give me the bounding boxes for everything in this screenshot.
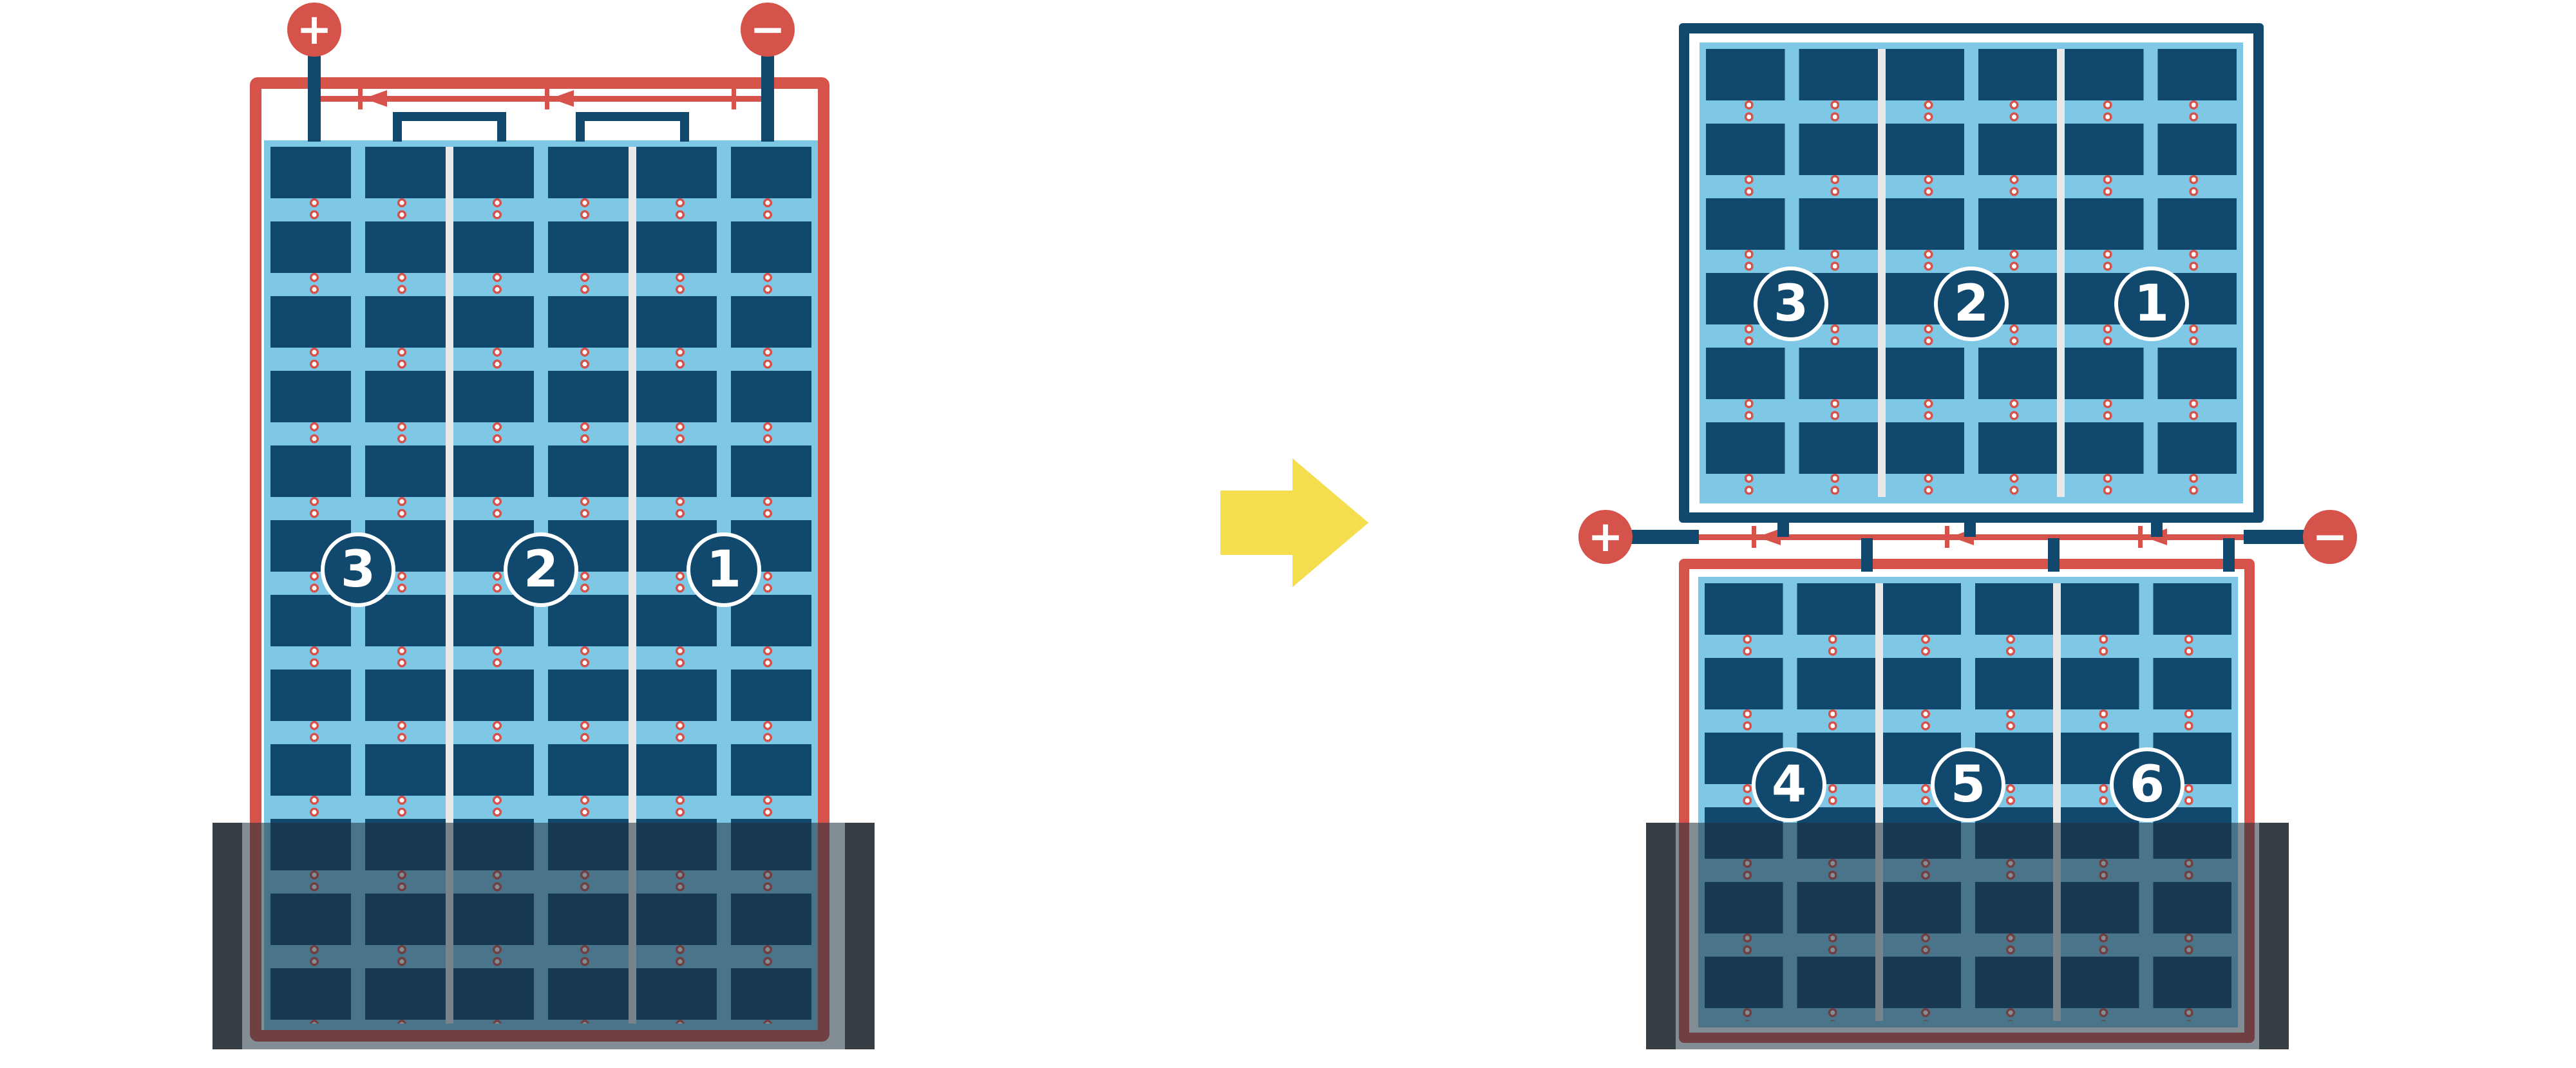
series-jumper: [393, 112, 506, 121]
shade-overlay: [213, 823, 875, 1049]
wire-tick: [1945, 526, 1949, 548]
string-number-badge: 3: [1754, 267, 1828, 341]
string-bus-stub: [1861, 538, 1873, 572]
string-number-badge: 1: [687, 532, 761, 607]
string-bus-stub: [1777, 515, 1789, 537]
minus-terminal-icon: −: [741, 3, 795, 57]
string-bus-stub: [2048, 538, 2060, 572]
right-top-string-column-1: [2065, 49, 2237, 497]
series-jumper: [576, 112, 689, 121]
current-flow-wire: [314, 96, 768, 102]
string-bus-stub: [1964, 515, 1976, 537]
string-number-badge: 2: [1934, 267, 2009, 341]
shade-edge-bar: [1646, 823, 1676, 1049]
string-separator: [1877, 49, 1886, 497]
string-number-badge: 6: [2110, 747, 2184, 822]
series-jumper: [393, 112, 402, 142]
current-arrow-icon: [551, 90, 574, 107]
plus-terminal-icon: +: [1578, 510, 1633, 564]
string-separator: [446, 147, 453, 1024]
shade-overlay: [1646, 823, 2289, 1049]
wire-tick: [1752, 526, 1756, 548]
transform-arrow-icon: [1220, 491, 1294, 555]
plus-terminal-post: [308, 52, 321, 142]
shade-edge-bar: [845, 823, 875, 1049]
minus-terminal-lead: [2244, 530, 2308, 544]
series-jumper: [680, 112, 689, 142]
current-arrow-icon: [364, 90, 387, 107]
string-bus-stub: [2223, 538, 2235, 572]
wire-tick: [2138, 526, 2143, 548]
series-jumper: [576, 112, 585, 142]
string-separator: [629, 147, 636, 1024]
minus-terminal-icon: −: [2303, 510, 2357, 564]
plus-terminal-lead: [1628, 530, 1699, 544]
wire-tick: [732, 88, 736, 109]
transform-arrow-head: [1293, 458, 1368, 587]
current-arrow-icon: [1757, 529, 1781, 545]
string-number-badge: 1: [2114, 267, 2189, 341]
series-jumper: [497, 112, 506, 142]
current-flow-wire: [1674, 534, 2280, 540]
string-number-badge: 5: [1931, 747, 2005, 822]
plus-terminal-icon: +: [287, 3, 341, 57]
string-separator: [2057, 49, 2065, 497]
string-number-badge: 2: [504, 532, 578, 607]
wire-tick: [545, 88, 549, 109]
wire-tick: [358, 88, 363, 109]
string-bus-stub: [2151, 515, 2163, 537]
shade-edge-bar: [213, 823, 242, 1049]
right-top-string-column-2: [1885, 49, 2058, 497]
minus-terminal-post: [761, 52, 774, 142]
shade-edge-bar: [2259, 823, 2289, 1049]
string-number-badge: 4: [1752, 747, 1826, 822]
right-top-string-column-3: [1706, 49, 1878, 497]
string-number-badge: 3: [321, 532, 395, 607]
